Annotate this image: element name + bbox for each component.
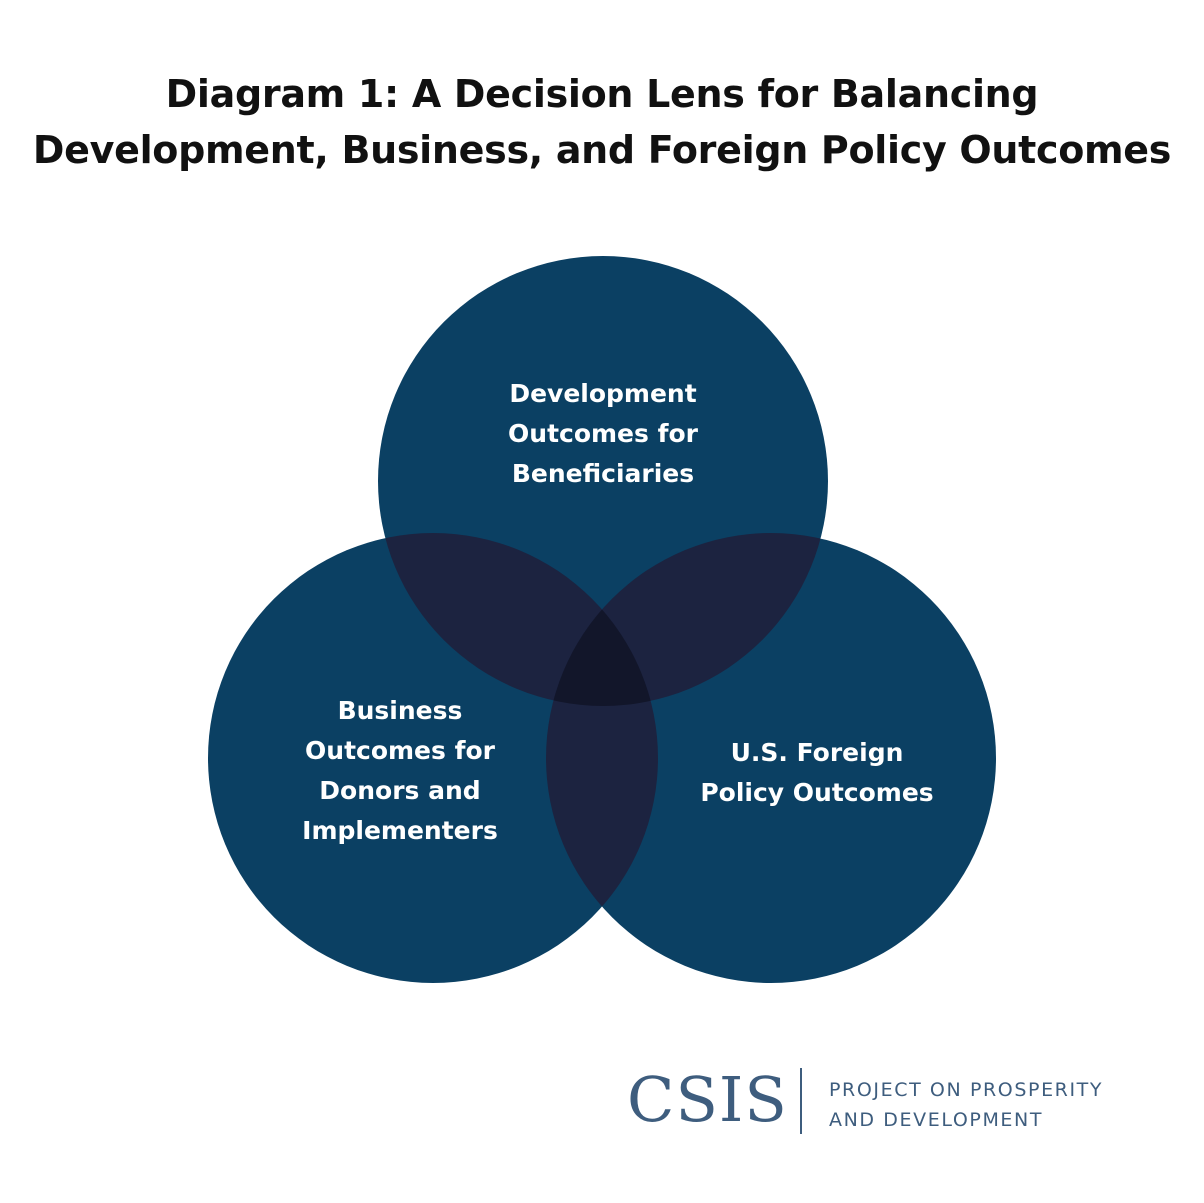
- diagram-title: Diagram 1: A Decision Lens for Balancing…: [0, 66, 1204, 178]
- overlap-development-foreign-policy: [546, 533, 828, 706]
- logo-tagline-line-1: PROJECT ON PROSPERITY: [829, 1079, 1104, 1101]
- diagram-title-line-1: Diagram 1: A Decision Lens for Balancing: [165, 72, 1039, 116]
- logo-tagline: PROJECT ON PROSPERITY AND DEVELOPMENT: [829, 1075, 1103, 1135]
- overlap-development-business: [378, 533, 658, 706]
- label-business-outcomes: Business Outcomes for Donors and Impleme…: [302, 696, 498, 845]
- label-development-outcomes: Development Outcomes for Beneficiaries: [508, 379, 698, 488]
- logo-tagline-line-2: AND DEVELOPMENT: [829, 1109, 1044, 1131]
- diagram-title-line-2: Development, Business, and Foreign Polic…: [32, 128, 1172, 172]
- label-foreign-policy-outcomes: U.S. Foreign Policy Outcomes: [700, 738, 934, 807]
- logo-divider: [800, 1068, 802, 1134]
- csis-wordmark: CSIS: [627, 1063, 788, 1136]
